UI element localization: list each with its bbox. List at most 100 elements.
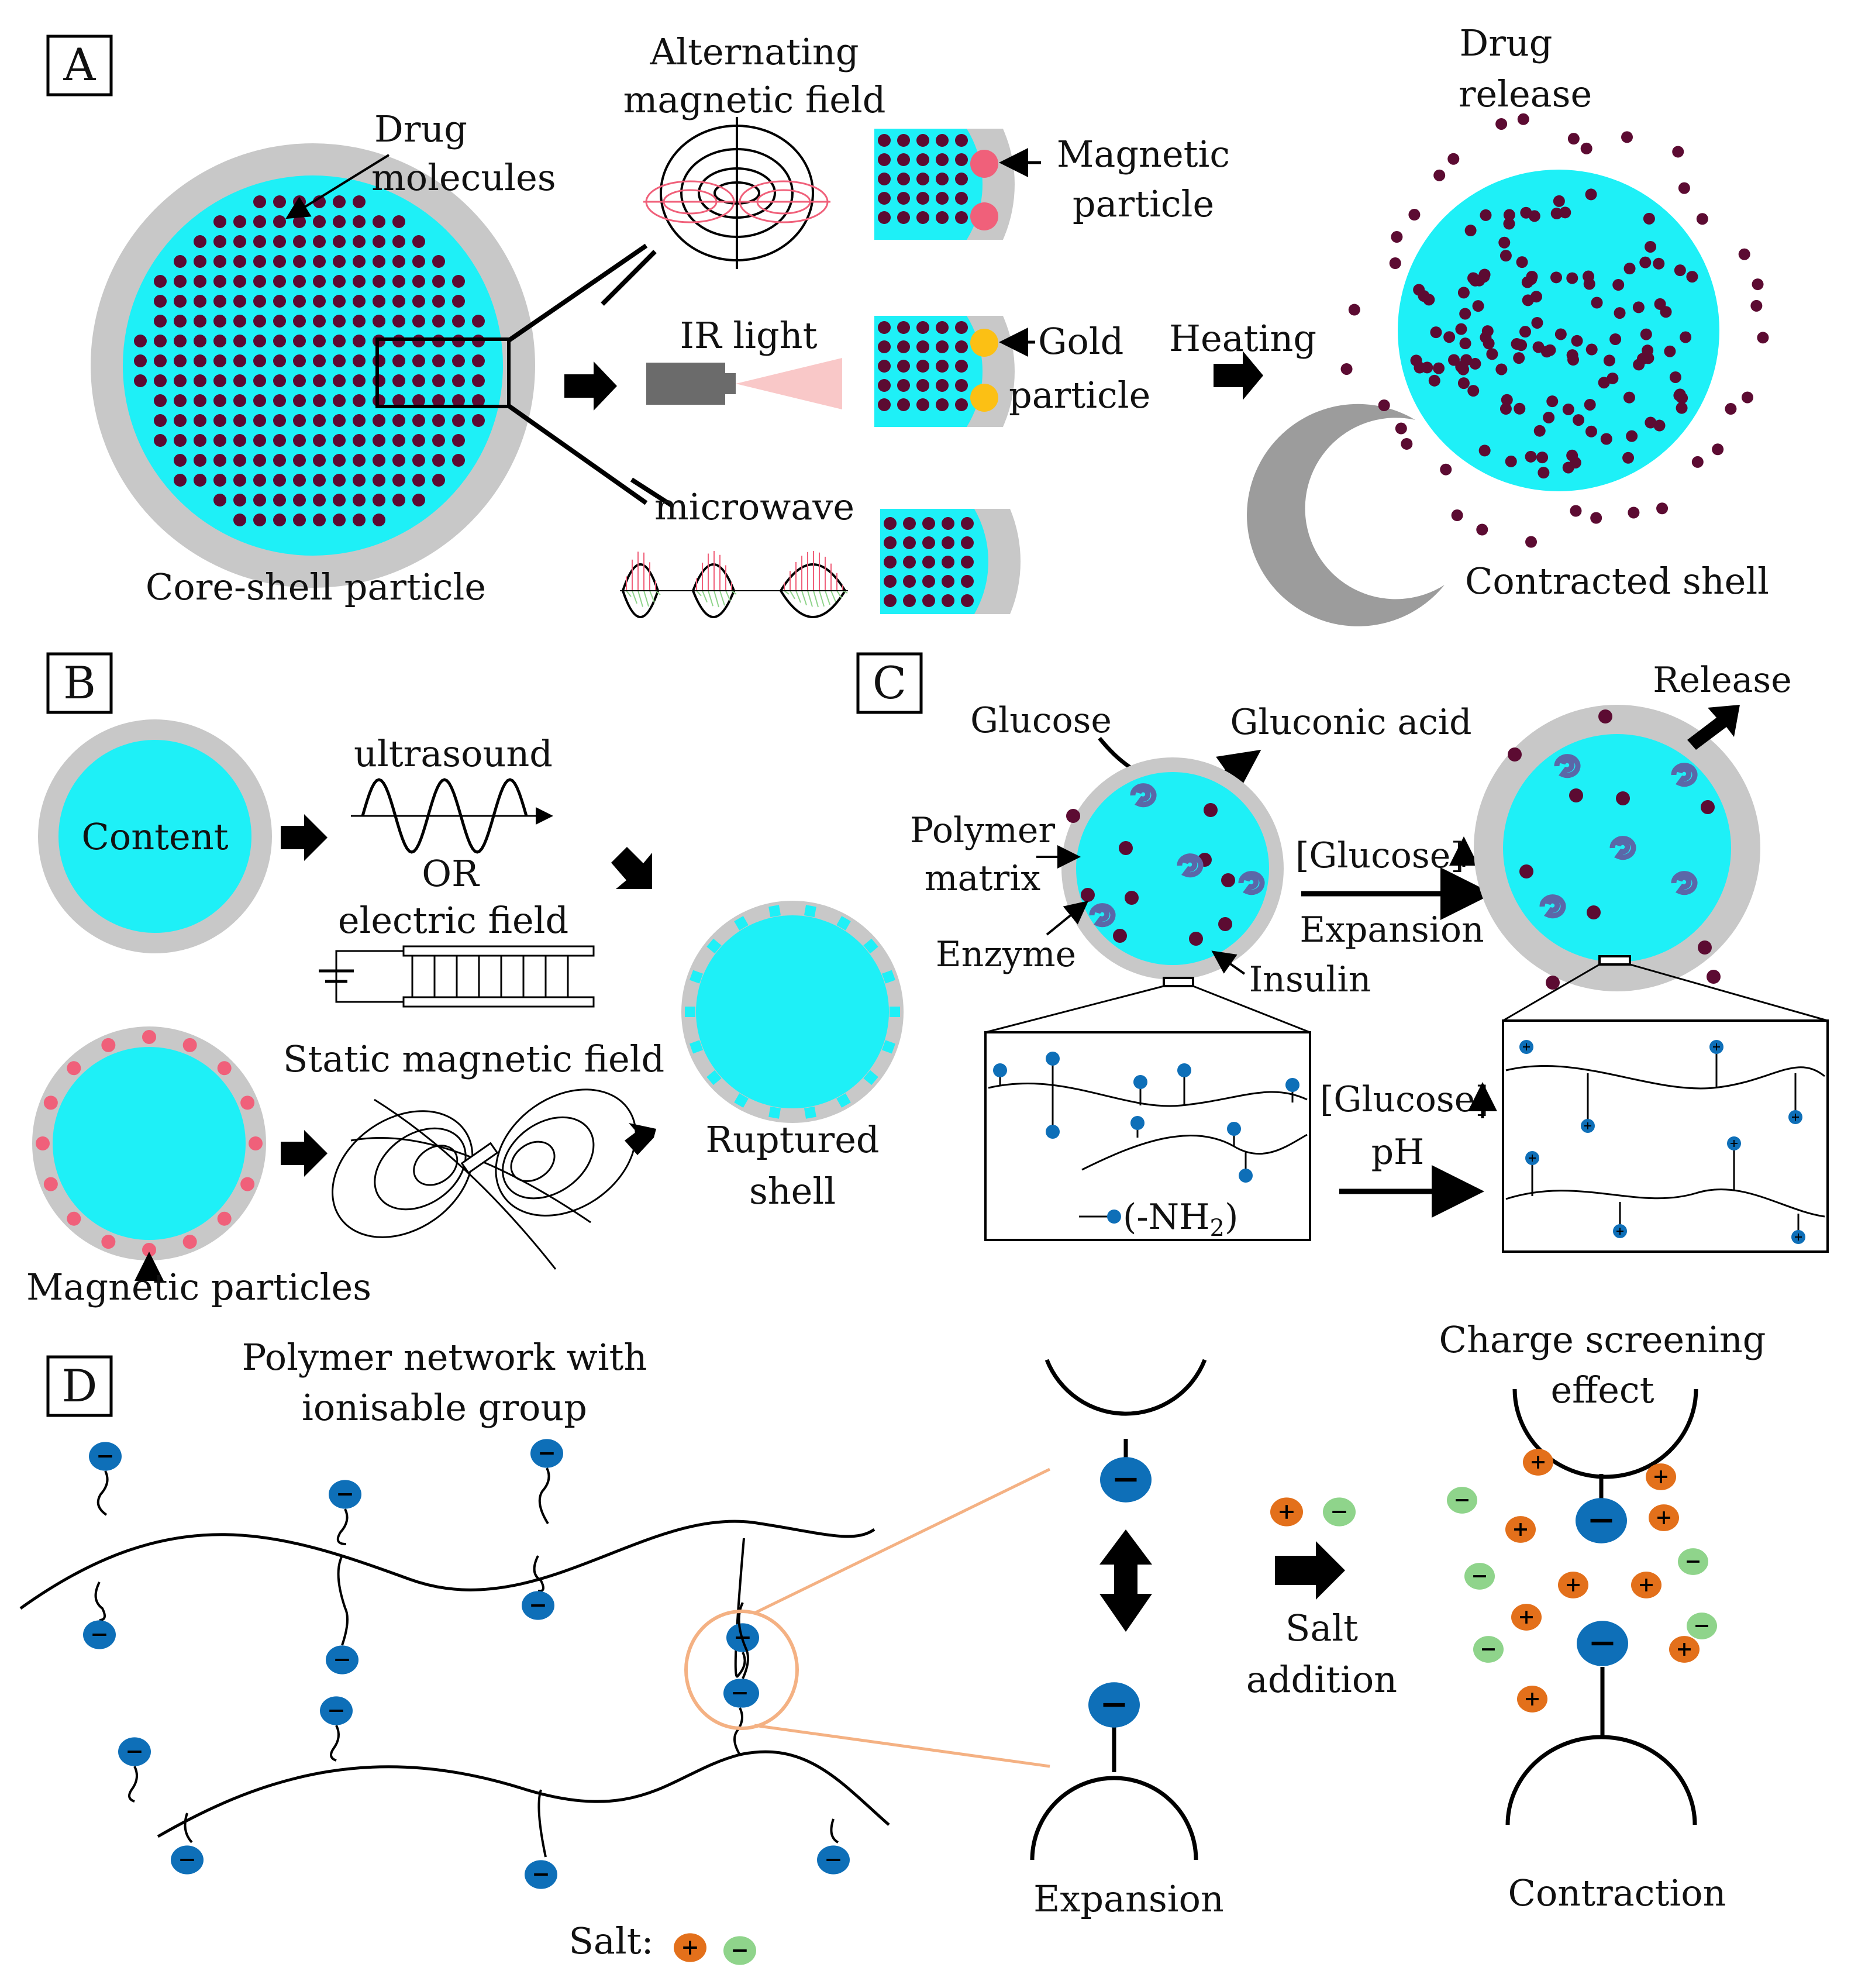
- drug-molecule: [432, 454, 445, 467]
- drug-molecule: [392, 394, 405, 407]
- drug-molecule: [313, 235, 326, 248]
- drug-molecule: [253, 374, 266, 387]
- drug-molecule: [293, 354, 306, 367]
- drug-molecule: [961, 594, 974, 607]
- drug-molecule: [916, 153, 929, 166]
- shell-break: [734, 1093, 749, 1108]
- drug-molecule: [452, 394, 465, 407]
- drug-molecule: [373, 514, 385, 526]
- panel-d-label-box: [46, 1355, 113, 1417]
- drug-molecule: [1656, 502, 1669, 515]
- anion: [525, 1860, 557, 1889]
- drug-molecule: [353, 235, 366, 248]
- salt-ions-legend-bottom: [674, 1933, 756, 1965]
- contracted-shell-crescent: [1247, 404, 1445, 626]
- drug-molecule: [432, 354, 445, 367]
- glucose-label: Glucose: [970, 700, 1112, 741]
- drug-molecule: [1546, 395, 1559, 408]
- ph-label: pH: [1371, 1132, 1425, 1173]
- drug-molecule: [1550, 271, 1563, 284]
- gold-particle: [970, 329, 998, 357]
- drug-molecule: [1554, 328, 1567, 340]
- drug-molecule: [1639, 256, 1652, 268]
- drug-molecule: [233, 454, 246, 467]
- drug-molecule: [293, 235, 306, 248]
- drug-molecule: [1623, 263, 1636, 275]
- anion: [522, 1591, 554, 1620]
- drug-molecule: [1566, 349, 1578, 361]
- drug-molecule: [1642, 344, 1654, 357]
- drug-molecule: [174, 354, 187, 367]
- drug-molecule: [213, 295, 226, 308]
- drug-molecule: [955, 398, 968, 411]
- shell-break: [881, 970, 895, 984]
- polymer-matrix-label-2: matrix: [925, 858, 1041, 899]
- anion: [1577, 1621, 1628, 1666]
- arrow-to-ruptured-top: [611, 847, 652, 889]
- expansion-charges: [1088, 1457, 1152, 1728]
- drug-molecule: [213, 255, 226, 268]
- magnetic-particle: [970, 150, 998, 178]
- drug-molecule: [213, 215, 226, 228]
- drug-molecule: [452, 434, 465, 447]
- cation: [1558, 1572, 1588, 1598]
- drug-molecule: [154, 374, 167, 387]
- insulin-molecule: [1546, 976, 1560, 990]
- enzyme: [1238, 871, 1265, 895]
- drug-molecule: [233, 275, 246, 288]
- drug-molecule: [412, 295, 425, 308]
- drug-molecule: [353, 195, 366, 208]
- drug-molecule: [373, 434, 385, 447]
- drug-molecule: [1628, 507, 1640, 519]
- drug-molecule: [154, 394, 167, 407]
- drug-molecule: [233, 494, 246, 507]
- insulin-molecules-expanded: [1508, 709, 1721, 990]
- drug-molecule: [916, 173, 929, 185]
- shell-break: [706, 938, 722, 954]
- panel-c: C Glucose Gluconic acid Polymer matrix E…: [856, 652, 1829, 1253]
- salt-anion: [1464, 1563, 1495, 1590]
- drug-molecule: [1626, 430, 1638, 442]
- drug-molecule: [174, 295, 187, 308]
- drug-molecule: [253, 315, 266, 328]
- drug-molecule: [213, 374, 226, 387]
- drug-molecule: [936, 173, 949, 185]
- drug-molecule: [916, 360, 929, 373]
- drug-molecule: [1750, 299, 1763, 312]
- drug-molecule: [273, 354, 286, 367]
- drug-molecule: [412, 354, 425, 367]
- drug-molecule: [333, 434, 346, 447]
- shell-break: [890, 1007, 900, 1017]
- drug-molecule: [1686, 271, 1698, 283]
- shell-break: [734, 916, 749, 931]
- shell-break: [881, 1040, 895, 1054]
- drug-molecule: [353, 474, 366, 487]
- zoom-marker-2: [1598, 955, 1631, 966]
- drug-molecule: [955, 379, 968, 392]
- drug-molecule: [233, 255, 246, 268]
- static-field-label: Static magnetic field: [283, 1038, 664, 1080]
- insulin-pointer: [1211, 950, 1246, 975]
- ruptured-shell-core: [696, 915, 889, 1108]
- drug-molecule: [333, 454, 346, 467]
- drug-molecule: [373, 414, 385, 427]
- drug-molecule: [1410, 354, 1422, 367]
- expansion-label-c: Expansion: [1299, 909, 1484, 950]
- drug-molecule: [1455, 323, 1467, 335]
- drug-molecule: [213, 394, 226, 407]
- drug-molecule: [154, 434, 167, 447]
- drug-molecule: [373, 235, 385, 248]
- amine-group: [1177, 1063, 1191, 1077]
- drug-molecule: [1525, 536, 1538, 548]
- salt-anion: [1323, 1497, 1356, 1527]
- drug-molecule: [1513, 352, 1525, 364]
- drug-molecule: [1457, 363, 1470, 375]
- drug-molecule: [1340, 363, 1353, 375]
- drug-molecule: [233, 335, 246, 347]
- expansion-detail: [1030, 1359, 1207, 1860]
- insulin-molecule: [1189, 932, 1203, 946]
- drug-molecule: [273, 494, 286, 507]
- anion: [326, 1645, 358, 1675]
- drug-molecule: [174, 374, 187, 387]
